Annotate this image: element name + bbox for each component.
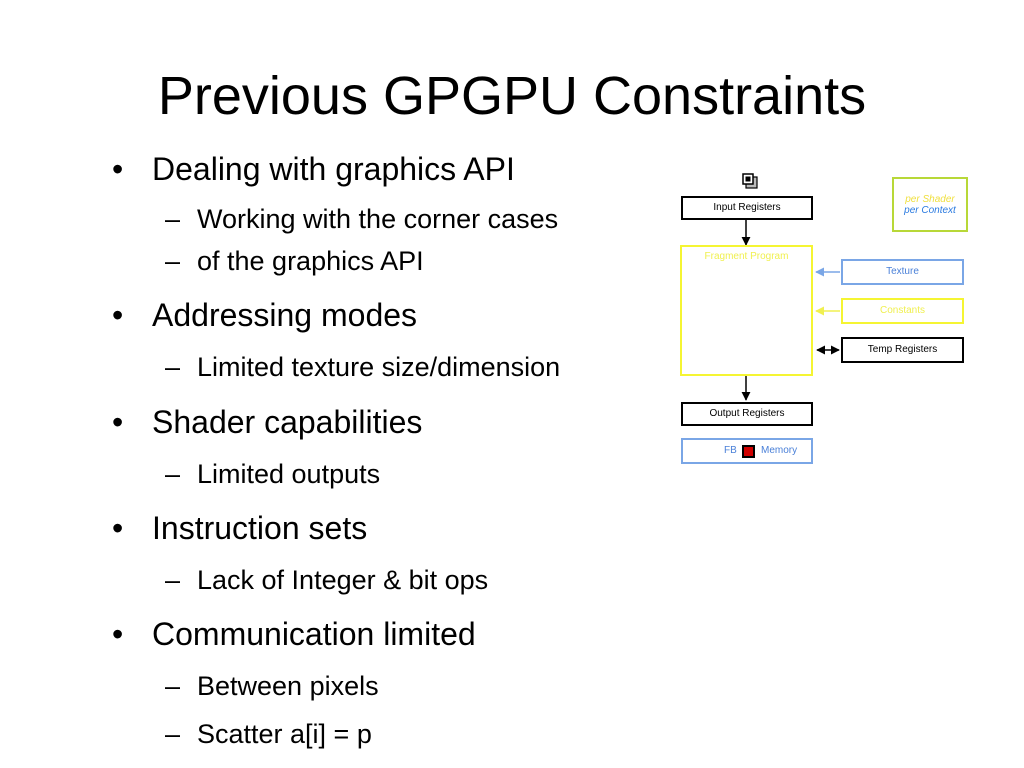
input-registers-box: Input Registers (681, 196, 813, 220)
bullet-addressing-modes: Addressing modes (112, 297, 417, 333)
bullet-list: Dealing with graphics API Working with t… (0, 0, 680, 768)
fb-memory-icon (742, 445, 755, 458)
texture-box: Texture (841, 259, 964, 285)
sub-bullet-corner-cases: Working with the corner cases (165, 203, 558, 235)
legend-per-context: per Context (904, 204, 956, 216)
bullet-instruction-sets: Instruction sets (112, 510, 367, 546)
legend-box: per Shader per Context (892, 177, 968, 232)
sub-bullet-texture-size: Limited texture size/dimension (165, 351, 560, 383)
output-registers-box: Output Registers (681, 402, 813, 426)
bullet-shader-capabilities: Shader capabilities (112, 404, 422, 440)
fb-label: FB (724, 445, 737, 456)
fragment-pipeline-diagram: Input Registers Fragment Program Output … (672, 165, 972, 470)
bullet-graphics-api: Dealing with graphics API (112, 151, 515, 187)
fb-memory-box: FB Memory (681, 438, 813, 464)
legend-per-shader: per Shader (905, 193, 955, 205)
fragment-program-label: Fragment Program (704, 251, 789, 262)
bullet-communication-limited: Communication limited (112, 616, 476, 652)
sub-bullet-limited-outputs: Limited outputs (165, 458, 380, 490)
temp-registers-box: Temp Registers (841, 337, 964, 363)
constants-box: Constants (841, 298, 964, 324)
sub-bullet-text: of the graphics API (197, 246, 424, 276)
register-stack-icon (742, 173, 758, 189)
fragment-program-box: Fragment Program (680, 245, 813, 376)
memory-label: Memory (761, 445, 798, 456)
sub-bullet-corner-cases-cont: of the graphics API (165, 245, 424, 277)
slide-title: Previous GPGPU Constraints (157, 66, 867, 126)
sub-bullet-between-pixels: Between pixels (165, 670, 379, 702)
sub-bullet-integer-bit-ops: Lack of Integer & bit ops (165, 564, 488, 596)
sub-bullet-scatter: Scatter a[i] = p (165, 718, 372, 750)
